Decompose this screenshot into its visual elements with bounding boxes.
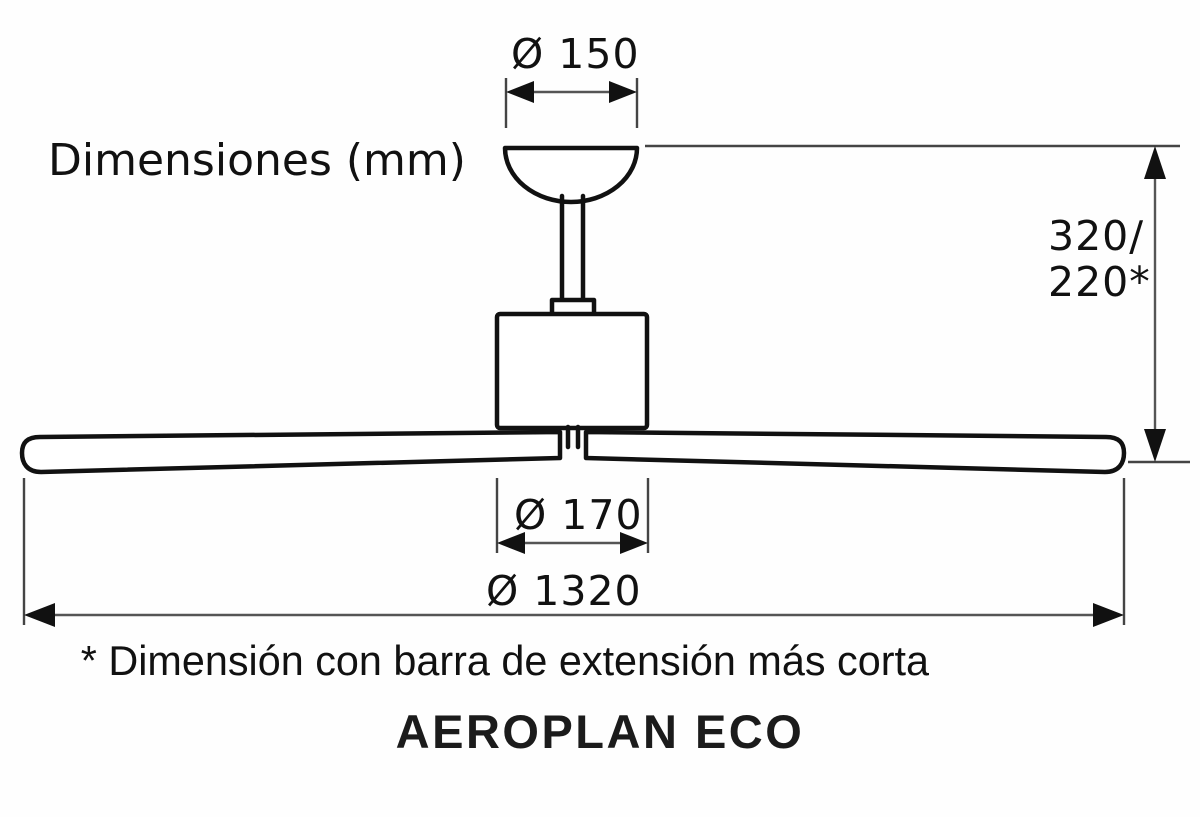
housing-diameter-dimension: [495, 478, 650, 554]
canopy-diameter-label: Ø 150: [511, 30, 640, 78]
downrod: [559, 193, 586, 305]
drop-height-arrow-bottom: [1144, 429, 1166, 462]
canopy-dim-arrow-right: [609, 81, 637, 103]
drop-height-label-line1: 320/: [1048, 212, 1144, 260]
drop-height-dimension: [1144, 146, 1166, 462]
footnote-text: * Dimensión con barra de extensión más c…: [81, 637, 930, 684]
housing-dim-arrow-right: [620, 532, 648, 554]
model-name-label: AEROPLAN ECO: [396, 705, 805, 758]
ceiling-canopy: [502, 145, 640, 205]
page-title: Dimensiones (mm): [48, 135, 466, 186]
housing-dim-arrow-left: [497, 532, 525, 554]
housing-diameter-label: Ø 170: [514, 491, 643, 539]
center-hub-stub: [565, 424, 581, 450]
drop-height-label-line2: 220*: [1048, 258, 1151, 306]
motor-housing: [494, 311, 650, 431]
fan-blade-left: [19, 429, 563, 475]
fan-blade-right: [583, 429, 1127, 475]
blade-span-dimension: [22, 478, 1126, 627]
span-dim-arrow-right: [1093, 603, 1124, 627]
blade-span-label: Ø 1320: [486, 567, 642, 615]
canopy-dim-arrow-left: [506, 81, 534, 103]
span-dim-arrow-left: [24, 603, 55, 627]
drop-height-arrow-top: [1144, 146, 1166, 179]
canopy-diameter-dimension: [504, 78, 639, 128]
